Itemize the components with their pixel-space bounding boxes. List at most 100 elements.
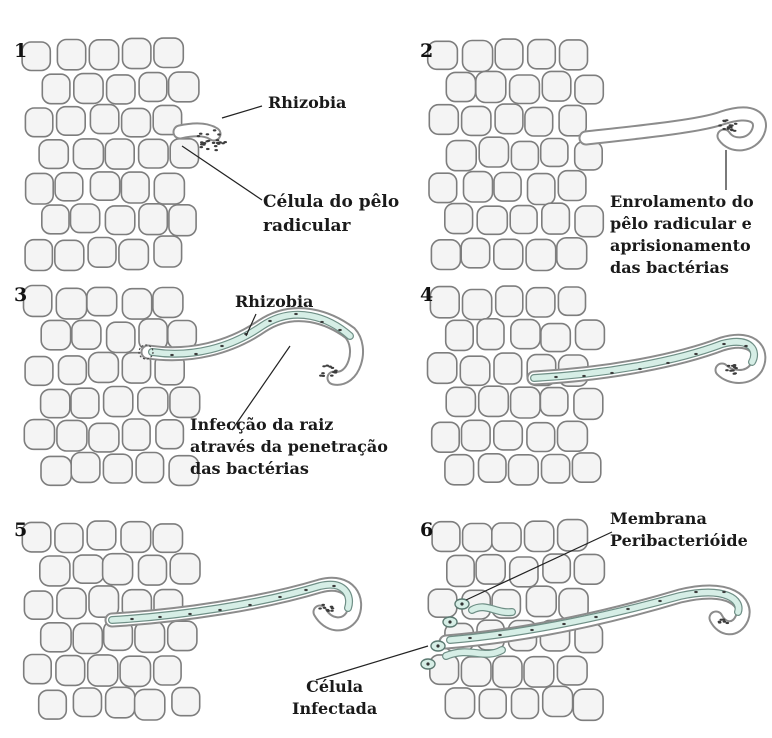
bacterium (723, 621, 727, 623)
bacterium (216, 139, 220, 141)
bacterium (333, 371, 337, 373)
tissue-cell (510, 206, 537, 234)
tissue-cell (136, 453, 164, 483)
tissue-cell (464, 172, 493, 202)
tissue-cell (492, 523, 521, 551)
tissue-cell (57, 420, 87, 451)
tissue-cell (430, 287, 459, 318)
tissue-cell (463, 290, 492, 320)
bacterium (730, 124, 734, 126)
label-infected-cell: Célula Infectada (292, 676, 377, 720)
bacterium (158, 616, 162, 618)
tissue-cell (541, 324, 570, 352)
tissue-cell (446, 141, 476, 171)
tissue-cell (446, 387, 475, 416)
tissue-cell (540, 388, 568, 416)
tissue-cell (59, 356, 87, 384)
tissue-cell (170, 387, 200, 417)
tissue-cell (558, 287, 585, 315)
tissue-cell (511, 387, 540, 418)
tissue-cell (558, 421, 588, 451)
tissue-cell (139, 73, 167, 102)
bacterium (217, 133, 221, 135)
tissue-cell (138, 388, 168, 416)
tissue-cell (476, 71, 506, 102)
tissue-cell (73, 623, 102, 653)
bacterium (322, 365, 326, 367)
bacterium (722, 120, 726, 122)
tissue-cell (25, 240, 52, 271)
tissue-cell (446, 72, 475, 101)
bacterium (554, 376, 558, 378)
tissue-cell (558, 520, 588, 551)
label-line: Enrolamento do (610, 191, 754, 213)
tissue-cell (87, 287, 117, 315)
tissue-cell (445, 455, 474, 485)
tissue-cell (55, 524, 83, 553)
bacterium (214, 145, 218, 147)
bacterium (582, 375, 586, 377)
bacterium (331, 607, 335, 609)
tissue-cell (476, 555, 505, 584)
tissue-cell (107, 322, 135, 352)
bacterium (203, 142, 207, 144)
tissue-cell (479, 386, 509, 416)
tissue-cell (576, 320, 605, 349)
bacterium (729, 370, 733, 372)
tissue-cell (558, 171, 586, 201)
tissue-cell (105, 139, 134, 169)
infection-thread-lumen (446, 650, 502, 656)
label-line: Infecção da raiz (190, 414, 388, 436)
bacterium (744, 345, 748, 347)
tissue-cell (461, 238, 490, 267)
tissue-cell (154, 173, 184, 204)
bacterium (331, 367, 335, 369)
tissue-cell (153, 288, 183, 318)
tissue-cell (72, 320, 101, 349)
label-line: Peribacterióide (610, 530, 748, 552)
bacterium (722, 128, 726, 130)
tissue-cell (39, 690, 67, 719)
tissue-cell (122, 289, 151, 319)
tissue-cell (172, 688, 200, 716)
tissue-cell (103, 554, 133, 585)
bacterium (733, 373, 737, 375)
bacterium (206, 148, 210, 150)
bacterium (248, 604, 252, 606)
bacterium (727, 126, 731, 128)
tissue-cell (477, 319, 504, 350)
bacterium (206, 133, 210, 135)
bacterium (338, 329, 342, 331)
leader-line (182, 146, 262, 200)
tissue-cell (119, 239, 148, 269)
bacterium (199, 133, 203, 135)
tissue-cell (431, 240, 460, 270)
bacterium (610, 372, 614, 374)
label-line: Infectada (292, 698, 377, 720)
bacterium (666, 362, 670, 364)
tissue-cell (88, 238, 116, 268)
label-line: das bactérias (610, 257, 754, 279)
tissue-cell (524, 657, 554, 687)
tissue-cell (42, 205, 69, 234)
tissue-cell (105, 206, 134, 235)
tissue-cell (41, 456, 71, 485)
tissue-cell (139, 555, 167, 585)
bacterium (733, 130, 737, 132)
tissue-cell (73, 555, 103, 583)
tissue-cell (24, 655, 52, 684)
leader-line (316, 646, 428, 680)
bacterium (268, 320, 272, 322)
tissue-cell (460, 356, 490, 385)
tissue-cell (122, 108, 151, 136)
tissue-cell (575, 75, 603, 104)
tissue-cell (71, 453, 100, 483)
bacteroid (448, 620, 451, 623)
tissue-cell (510, 557, 538, 587)
tissue-cell (462, 106, 491, 135)
tissue-cell (527, 423, 555, 452)
tissue-cell (40, 556, 70, 586)
bacterium (321, 372, 325, 374)
label-line: pêlo radicular e (610, 213, 754, 235)
tissue-cell (542, 203, 570, 234)
